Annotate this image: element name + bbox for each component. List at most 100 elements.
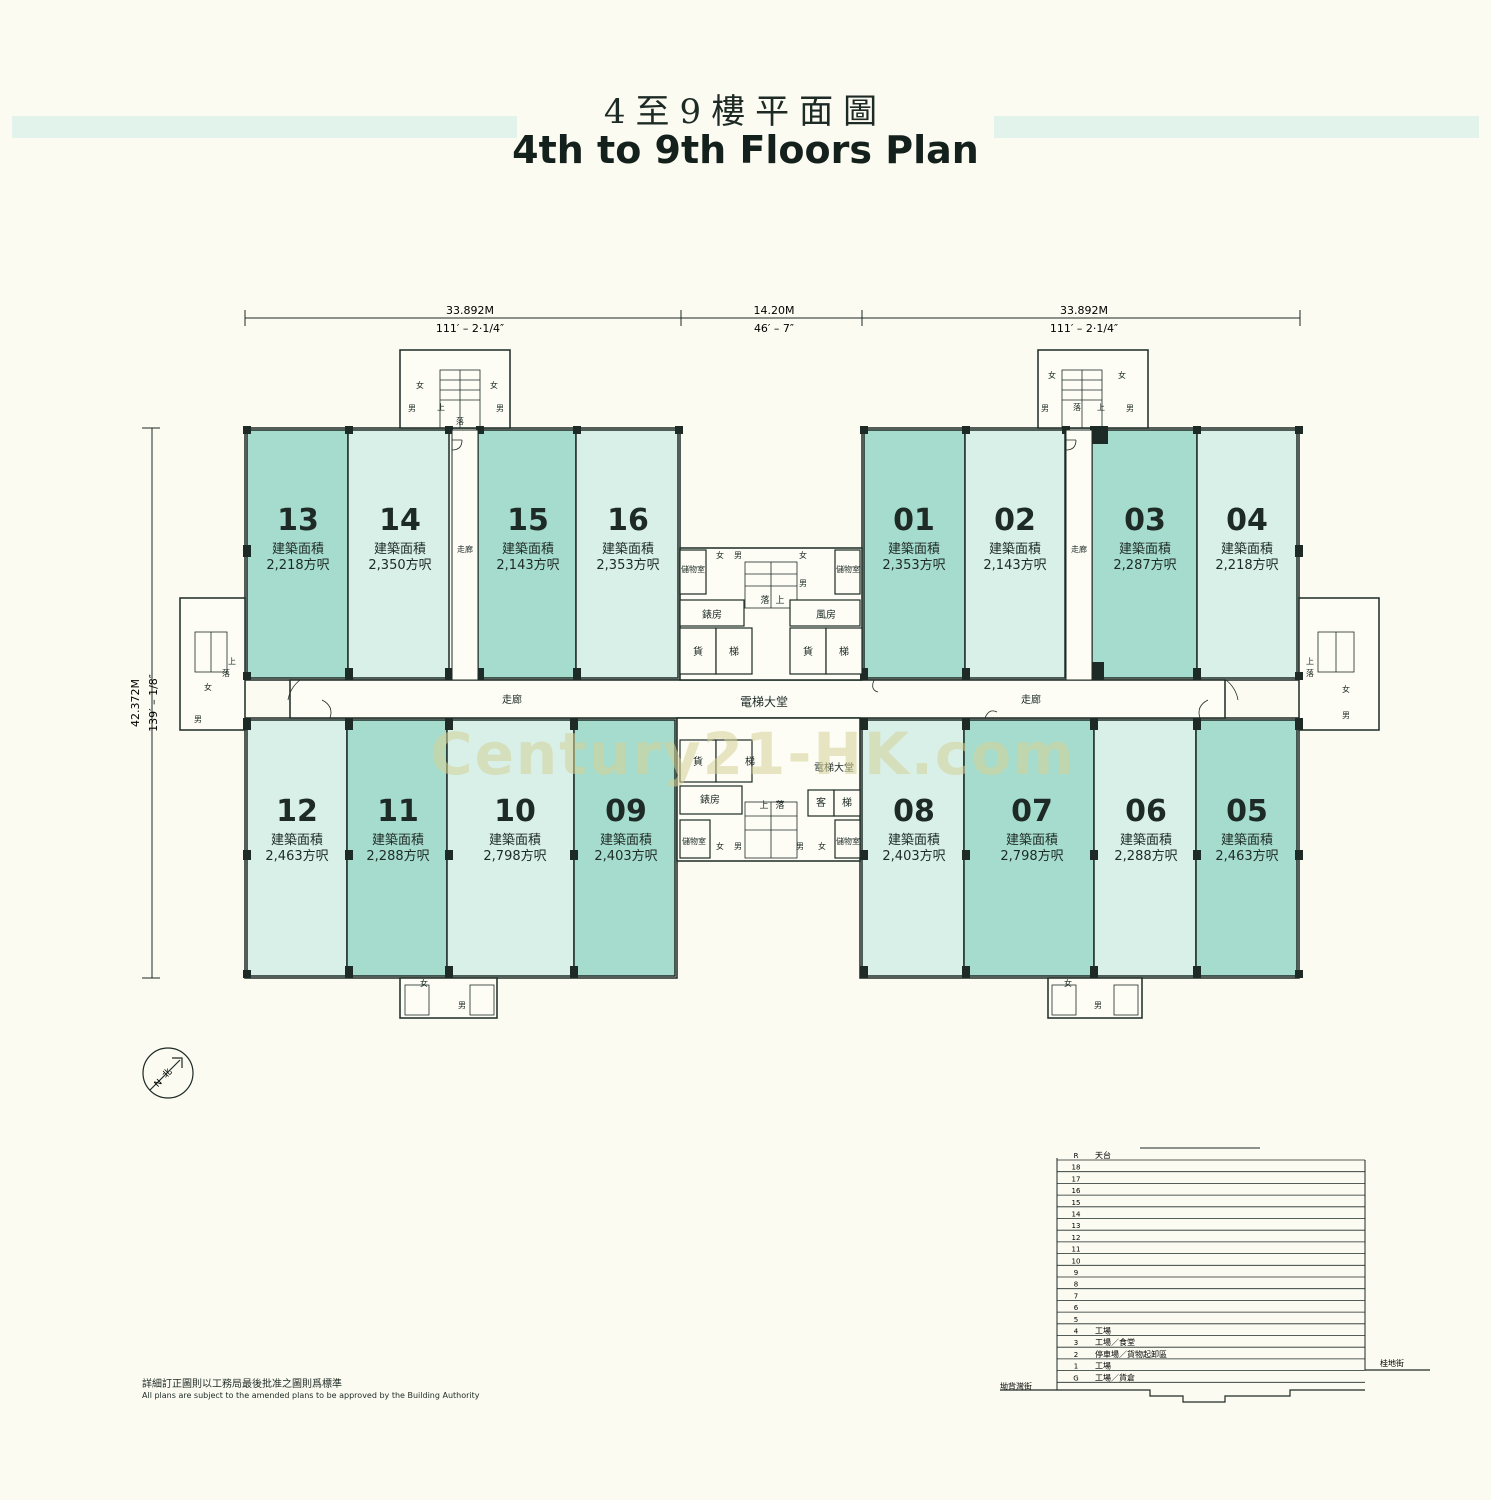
dim-depth-ft: 139′ – 1/8″ <box>147 674 160 732</box>
wc-male-l: 男 <box>194 715 202 724</box>
svg-text:03: 03 <box>1124 503 1166 538</box>
unit-09: 09 建築面積 2,403方呎 <box>594 794 657 864</box>
meter-room-label-top: 錶房 <box>702 608 722 621</box>
lift-cars <box>679 549 863 859</box>
section-floor-level: 6 <box>1074 1304 1079 1312</box>
svg-text:建築面積: 建築面積 <box>502 542 554 557</box>
lift-label-1: 梯 <box>729 645 739 658</box>
svg-text:建築面積: 建築面積 <box>888 833 940 848</box>
section-floor-level: 9 <box>1074 1269 1078 1277</box>
wc-male-tl2: 男 <box>496 404 504 413</box>
svg-text:建築面積: 建築面積 <box>888 542 940 557</box>
lift-label-4: 梯 <box>842 796 852 809</box>
corridor-label-vertical-right: 走廊 <box>1071 544 1087 554</box>
wc-female-core-tl: 女 <box>716 550 724 560</box>
unit-15: 15 建築面積 2,143方呎 <box>496 503 559 573</box>
store-room-label-3: 儲物室 <box>682 836 706 846</box>
svg-text:建築面積: 建築面積 <box>1119 542 1171 557</box>
section-floor-level: R <box>1074 1152 1079 1160</box>
wc-female-br: 女 <box>1064 978 1072 988</box>
svg-text:建築面積: 建築面積 <box>372 833 424 848</box>
svg-text:建築面積: 建築面積 <box>271 833 323 848</box>
wc-female-l: 女 <box>204 682 212 692</box>
svg-text:09: 09 <box>605 794 647 829</box>
store-room-label-2: 儲物室 <box>836 564 860 574</box>
goods-lift-label-3: 貨 <box>693 755 703 768</box>
section-floor-use: 工場／貨倉 <box>1095 1372 1135 1382</box>
unit-fills <box>246 429 1298 977</box>
unit-11: 11 建築面積 2,288方呎 <box>366 794 429 864</box>
stair-down-label-tr: 落 <box>1073 402 1081 412</box>
svg-text:2,288方呎: 2,288方呎 <box>366 848 429 864</box>
dim-left-m: 33.892M <box>446 304 494 317</box>
section-floor-level: 5 <box>1074 1316 1078 1324</box>
section-floor-level: 1 <box>1074 1363 1078 1371</box>
lift-label-3: 梯 <box>745 755 755 768</box>
street-left-label: 坳背灣街 <box>1000 1381 1032 1391</box>
title-english: 4th to 9th Floors Plan <box>512 128 979 172</box>
columns <box>243 426 1303 978</box>
unit-labels: 13 建築面積 2,218方呎 14 建築面積 2,350方呎 15 建築面積 … <box>265 503 1278 864</box>
passenger-lift-label: 客 <box>816 796 826 809</box>
svg-text:2,353方呎: 2,353方呎 <box>882 557 945 573</box>
dim-depth-m: 42.372M <box>129 679 142 727</box>
wc-female-r: 女 <box>1342 684 1350 694</box>
section-floor-use: 天台 <box>1095 1150 1111 1160</box>
svg-text:13: 13 <box>277 503 319 538</box>
section-floor-level: 12 <box>1072 1234 1081 1242</box>
section-floor-level: 15 <box>1072 1199 1081 1207</box>
svg-text:2,798方呎: 2,798方呎 <box>483 848 546 864</box>
svg-text:建築面積: 建築面積 <box>272 542 324 557</box>
svg-text:04: 04 <box>1226 503 1268 538</box>
unit-04: 04 建築面積 2,218方呎 <box>1215 503 1278 573</box>
wc-male-core-tr: 男 <box>799 579 807 588</box>
section-floor-level: 8 <box>1074 1281 1078 1289</box>
svg-text:建築面積: 建築面積 <box>600 833 652 848</box>
section-floor-level: 3 <box>1074 1339 1078 1347</box>
unit-16: 16 建築面積 2,353方呎 <box>596 503 659 573</box>
unit-12: 12 建築面積 2,463方呎 <box>265 794 328 864</box>
section-floor-level: 11 <box>1072 1246 1081 1254</box>
top-dimension <box>244 310 1301 326</box>
svg-text:15: 15 <box>507 503 549 538</box>
stair-up-label-l: 上 <box>228 657 236 666</box>
wc-male-core-br: 男 <box>796 842 804 851</box>
section-floor-level: 13 <box>1072 1222 1081 1230</box>
unit-10: 10 建築面積 2,798方呎 <box>483 794 546 864</box>
wc-female-tr2: 女 <box>1118 370 1126 380</box>
section-floor-level: 14 <box>1072 1211 1081 1219</box>
section-floor-use: 停車場／貨物起卸區 <box>1095 1349 1167 1359</box>
section-floor-level: 18 <box>1072 1164 1081 1172</box>
wc-female-tr: 女 <box>1048 370 1056 380</box>
unit-05: 05 建築面積 2,463方呎 <box>1215 794 1278 864</box>
svg-text:2,798方呎: 2,798方呎 <box>1000 848 1063 864</box>
unit-06: 06 建築面積 2,288方呎 <box>1114 794 1177 864</box>
svg-text:2,403方呎: 2,403方呎 <box>594 848 657 864</box>
stair-up-label-tr: 上 <box>1097 403 1105 412</box>
wc-male-core-bl: 男 <box>734 842 742 851</box>
svg-text:2,288方呎: 2,288方呎 <box>1114 848 1177 864</box>
north-letter: N <box>153 1078 165 1090</box>
svg-text:2,143方呎: 2,143方呎 <box>983 557 1046 573</box>
wc-female-core-tr: 女 <box>799 550 807 560</box>
svg-text:2,463方呎: 2,463方呎 <box>265 848 328 864</box>
dim-right-ft: 111′ – 2·1/4″ <box>1050 322 1118 335</box>
meter-room-label-bottom: 錶房 <box>700 793 720 806</box>
svg-text:12: 12 <box>276 794 318 829</box>
wc-female-core-bl: 女 <box>716 841 724 851</box>
section-floor-level: 7 <box>1074 1292 1078 1300</box>
svg-text:06: 06 <box>1125 794 1167 829</box>
disclaimer-english: All plans are subject to the amended pla… <box>142 1391 480 1400</box>
lift-lobby-label: 電梯大堂 <box>740 695 788 709</box>
svg-text:08: 08 <box>893 794 935 829</box>
svg-text:07: 07 <box>1011 794 1053 829</box>
unit-02: 02 建築面積 2,143方呎 <box>983 503 1046 573</box>
store-room-label-1: 儲物室 <box>681 564 705 574</box>
section-floor-level: 2 <box>1074 1351 1078 1359</box>
svg-text:2,287方呎: 2,287方呎 <box>1113 557 1176 573</box>
unit-08: 08 建築面積 2,403方呎 <box>882 794 945 864</box>
section-diagram <box>1000 1147 1430 1403</box>
svg-text:02: 02 <box>994 503 1036 538</box>
lift-lobby-lower-label: 電梯大堂 <box>814 761 854 774</box>
